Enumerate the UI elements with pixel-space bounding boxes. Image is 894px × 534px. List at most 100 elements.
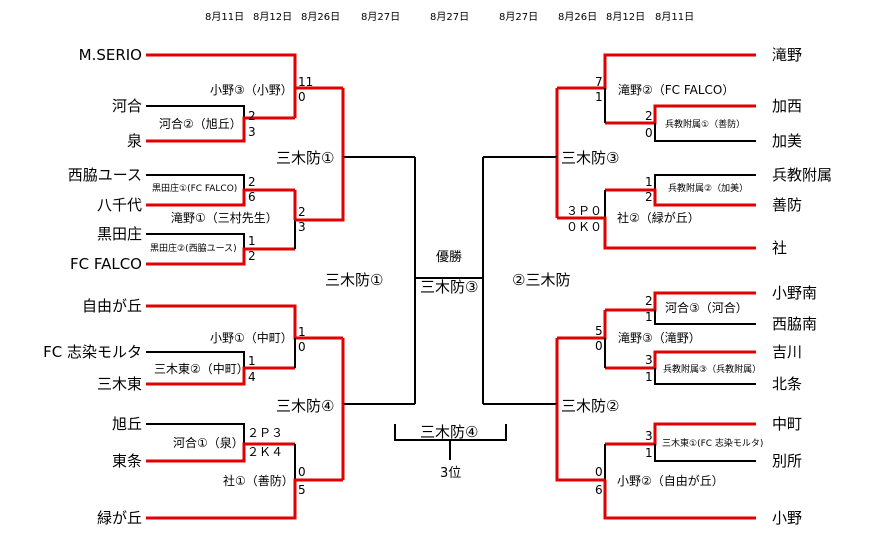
date-right-r2: 8月12日 — [606, 11, 645, 23]
score: 5 — [595, 324, 603, 338]
match-label: 小野②（自由が丘） — [617, 473, 724, 488]
team-name: 加西 — [772, 97, 802, 115]
round-winners: 三木防① 三木防④ 三木防① 三木防③ 三木防② ②三木防 優勝 三木防③ 三木… — [276, 149, 619, 481]
score: ２Ｐ３ — [247, 426, 283, 440]
team-name: 自由が丘 — [82, 297, 142, 315]
score: 0 — [298, 465, 306, 479]
score: 5 — [298, 483, 306, 497]
team-name: 八千代 — [97, 196, 142, 214]
match-label: 三木東②（中町） — [154, 361, 249, 376]
score: 2 — [248, 109, 256, 123]
match-label: 兵教附属①（善防） — [665, 118, 745, 130]
score: 2 — [298, 205, 306, 219]
score: 2 — [645, 190, 653, 204]
winner-right-bottom: 三木防② — [561, 397, 619, 415]
match-label: 河合②（旭丘） — [159, 116, 242, 131]
date-left-r2: 8月12日 — [253, 11, 292, 23]
team-name: 小野南 — [772, 284, 817, 302]
date-left-r1: 8月11日 — [205, 11, 244, 23]
team-name: 黒田庄 — [97, 225, 142, 243]
match-label: 河合①（泉） — [173, 435, 244, 450]
score: 3 — [298, 220, 306, 234]
left-team-names: M.SERIO 河合 泉 西脇ユース 八千代 黒田庄 FC FALCO 自由が丘… — [43, 46, 142, 527]
winner-right-top: 三木防③ — [561, 149, 619, 167]
third-place-team: 三木防④ — [420, 423, 478, 441]
score: 1 — [645, 446, 653, 460]
score: 2 — [248, 249, 256, 263]
score: 1 — [645, 310, 653, 324]
team-name: 東条 — [112, 452, 142, 470]
team-name: 小野 — [772, 509, 802, 527]
score: 1 — [645, 370, 653, 384]
winner-left-semi: 三木防① — [325, 271, 383, 289]
team-name: 滝野 — [772, 46, 802, 64]
team-name: 河合 — [112, 97, 142, 115]
match-label: 社①（善防） — [223, 473, 294, 488]
team-name: FC FALCO — [70, 255, 142, 273]
team-name: 三木東 — [97, 375, 142, 393]
date-right-r1: 8月11日 — [655, 11, 694, 23]
team-name: 西脇ユース — [68, 166, 142, 184]
team-name: 兵教附属 — [772, 166, 832, 184]
score: 3 — [645, 429, 653, 443]
match-label: 三木東①(FC 志染モルタ) — [662, 437, 763, 449]
team-name: FC 志染モルタ — [43, 343, 142, 361]
right-team-names: 滝野 加西 加美 兵教附属 善防 社 小野南 西脇南 吉川 北条 中町 別所 小… — [772, 46, 832, 527]
team-name: 社 — [772, 239, 787, 257]
score: 3 — [645, 353, 653, 367]
team-name: 泉 — [127, 132, 142, 150]
date-center: 8月27日 — [430, 11, 469, 23]
left-match-labels: 小野③（小野） 河合②（旭丘） 黒田庄①(FC FALCO) 滝野①（三村先生）… — [150, 83, 294, 488]
team-name: 吉川 — [772, 343, 802, 361]
score: 1 — [298, 325, 306, 339]
date-right-r3: 8月26日 — [558, 11, 597, 23]
score: 1 — [248, 234, 256, 248]
match-label: 黒田庄①(FC FALCO) — [152, 182, 237, 194]
score: 0 — [298, 90, 306, 104]
score: 0 — [645, 126, 653, 140]
match-label: 兵教附属②（加美） — [668, 182, 748, 194]
score: 11 — [298, 75, 313, 89]
left-bracket-lines — [146, 53, 483, 520]
match-label: 河合③（河合） — [665, 300, 748, 315]
score: 2 — [645, 109, 653, 123]
third-place-heading: 3位 — [440, 466, 461, 481]
date-header: 8月11日 8月12日 8月26日 8月27日 8月27日 8月27日 8月26… — [205, 11, 694, 23]
match-label: 小野①（中町） — [210, 330, 293, 345]
champion-heading: 優勝 — [436, 250, 462, 265]
match-label: 兵教附属③（兵教附属） — [663, 363, 761, 375]
team-name: 緑が丘 — [97, 509, 142, 527]
score: 6 — [595, 483, 603, 497]
score: 1 — [248, 354, 256, 368]
left-scores: 11 0 2 3 2 6 1 2 2 3 1 0 1 4 ２Ｐ３ ２Ｋ４ 0 5 — [247, 75, 313, 497]
winner-left-top: 三木防① — [276, 149, 334, 167]
date-right-r4: 8月27日 — [499, 11, 538, 23]
team-name: 西脇南 — [772, 315, 817, 333]
match-label: 滝野②（FC FALCO） — [618, 83, 734, 97]
right-scores: 7 1 2 0 1 2 ３Ｐ０ ０Ｋ０ 2 1 3 1 5 0 3 1 0 6 — [566, 75, 653, 497]
champion: 三木防③ — [420, 278, 478, 296]
right-match-labels: 滝野②（FC FALCO） 兵教附属①（善防） 兵教附属②（加美） 社②（緑が丘… — [617, 83, 763, 488]
date-left-r4: 8月27日 — [361, 11, 400, 23]
team-name: 中町 — [772, 415, 802, 433]
team-name: 北条 — [772, 375, 802, 393]
winner-left-bottom: 三木防④ — [276, 397, 334, 415]
winner-right-semi: ②三木防 — [512, 271, 570, 289]
date-left-r3: 8月26日 — [301, 11, 340, 23]
score: 4 — [248, 370, 256, 384]
score: 2 — [248, 175, 256, 189]
score: 1 — [645, 175, 653, 189]
third-place-lines — [394, 424, 507, 460]
match-label: 滝野①（三村先生） — [171, 211, 278, 225]
right-bracket-lines — [482, 53, 756, 520]
team-name: M.SERIO — [79, 46, 142, 64]
match-label: 社②（緑が丘） — [617, 210, 700, 225]
score: 2 — [645, 294, 653, 308]
team-name: 別所 — [772, 452, 802, 470]
score: 0 — [298, 340, 306, 354]
match-label: 滝野③（滝野） — [618, 331, 701, 345]
score: 1 — [595, 90, 603, 104]
score: 6 — [248, 190, 256, 204]
team-name: 加美 — [772, 132, 802, 150]
